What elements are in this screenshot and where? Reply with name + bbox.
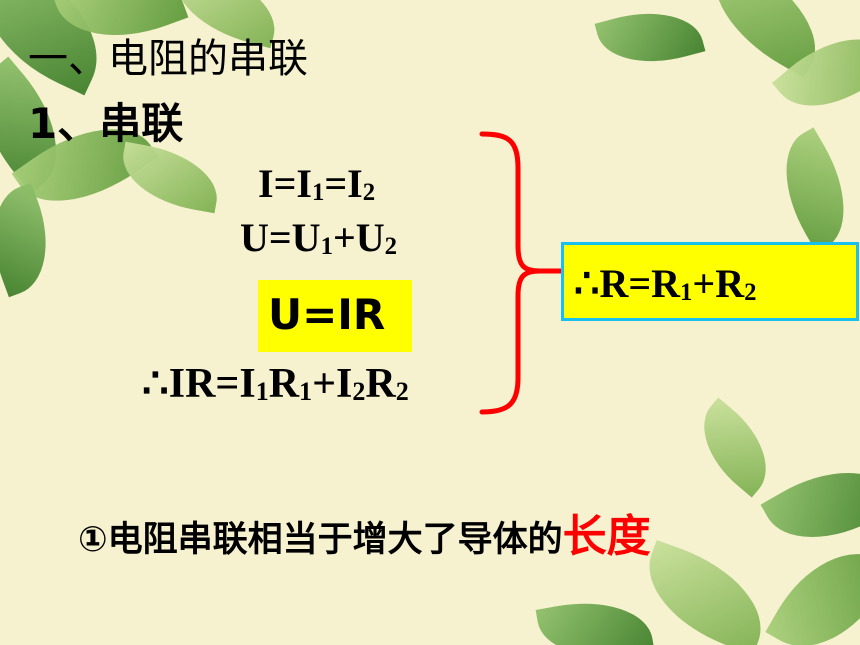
subsection-title: 串联 bbox=[99, 99, 184, 148]
equation-ir-sum: ∴IR=I1R1+I2R2 bbox=[142, 361, 409, 407]
equation-ohms-law: U=IR bbox=[268, 290, 386, 339]
subsection-heading: 1、串联 bbox=[28, 90, 183, 151]
conclusion-text: ①电阻串联相当于增大了导体的 bbox=[78, 520, 563, 560]
conclusion-line: ①电阻串联相当于增大了导体的长度 bbox=[78, 500, 651, 564]
equation-result: ∴R=R1+R2 bbox=[574, 261, 757, 306]
subsection-number: 1、 bbox=[28, 99, 100, 148]
curly-brace bbox=[479, 131, 567, 415]
result-box bbox=[561, 242, 859, 321]
conclusion-keyword: 长度 bbox=[562, 511, 651, 562]
ohms-law-highlight bbox=[258, 280, 412, 352]
section-heading: 一、电阻的串联 bbox=[28, 36, 308, 82]
equation-current: I=I1=I2 bbox=[258, 161, 376, 206]
equation-voltage: U=U1+U2 bbox=[240, 215, 398, 260]
